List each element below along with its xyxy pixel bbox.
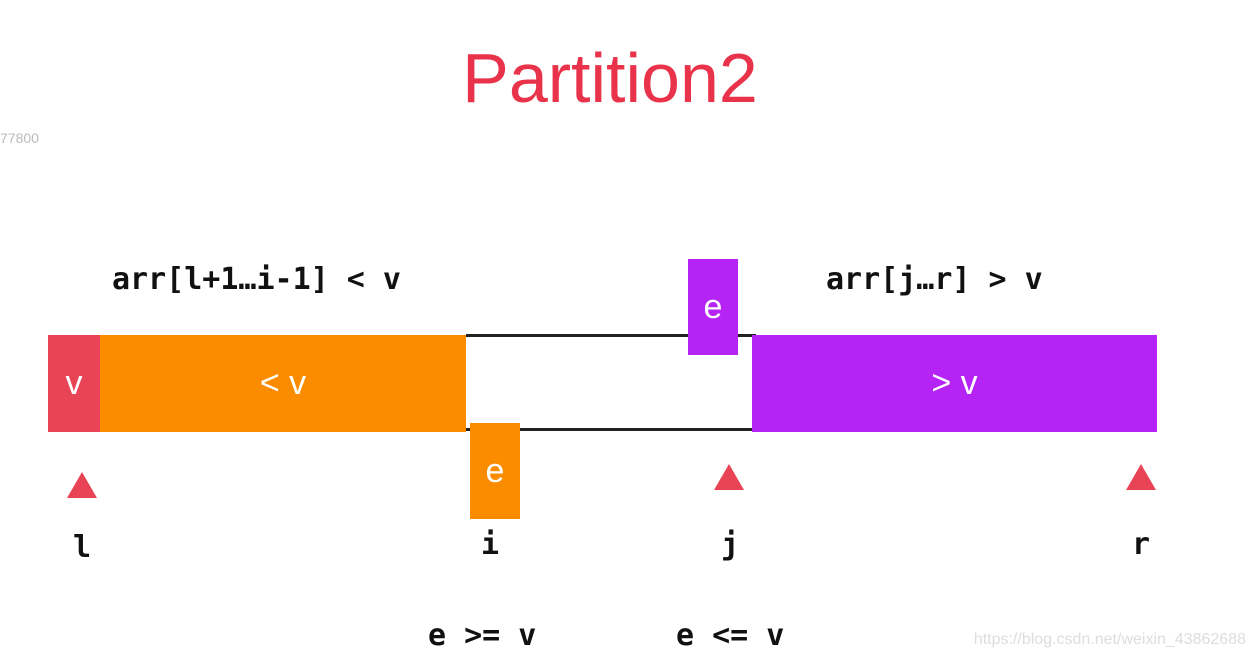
watermark: https://blog.csdn.net/weixin_43862688 [973,631,1246,648]
element-i-block: e [470,423,520,519]
pointer-l-label: l [73,530,92,565]
element-j-block: e [688,259,738,355]
side-text: 77800 [0,130,39,146]
greater-block: > v [752,335,1157,432]
pointer-j-label: j [721,527,740,562]
pivot-block: v [48,335,100,432]
array-bottom-border [466,428,756,431]
array-top-border [466,334,756,337]
pointer-r-triangle-icon [1126,464,1156,490]
title: Partition2 [462,39,758,117]
right-range-label: arr[j…r] > v [826,262,1043,297]
left-range-label: arr[l+1…i-1] < v [112,262,401,297]
condition-i-label: e >= v [428,618,537,653]
pointer-j-triangle-icon [714,464,744,490]
pointer-i-label: i [481,527,500,562]
pointer-l-triangle-icon [67,472,97,498]
pointer-r-label: r [1132,527,1151,562]
condition-j-label: e <= v [676,618,785,653]
less-block: < v [100,335,466,432]
